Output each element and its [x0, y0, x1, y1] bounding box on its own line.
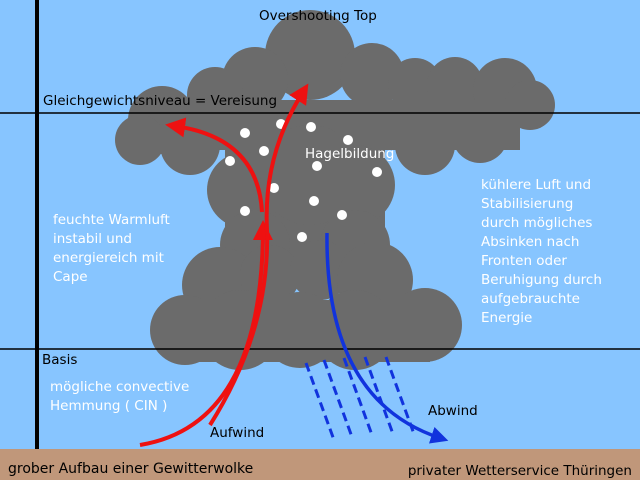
diagram-caption: grober Aufbau einer Gewitterwolke	[8, 461, 254, 477]
cool-air-line: durch mögliches	[481, 215, 593, 231]
warm-air-text: feuchte Warmluft instabil und energierei…	[53, 211, 170, 287]
updraft-label: Aufwind	[210, 425, 265, 441]
cool-air-line: Absinken nach	[481, 234, 580, 250]
warm-air-line: instabil und	[53, 231, 132, 247]
cin-text: mögliche convective Hemmung ( CIN )	[50, 378, 189, 416]
downdraft-arrow	[325, 232, 449, 444]
cin-line: mögliche convective	[50, 379, 190, 395]
updraft-arrow-left	[139, 220, 273, 447]
cumulonimbus-cloud	[115, 10, 555, 370]
ground	[0, 449, 640, 480]
downdraft-label: Abwind	[428, 403, 478, 419]
warm-air-line: energiereich mit	[53, 250, 164, 266]
cool-air-text: kühlere Luft und Stabilisierung durch mö…	[481, 176, 602, 328]
cool-air-line: aufgebrauchte	[481, 291, 580, 307]
warm-air-line: Cape	[53, 269, 88, 285]
cool-air-line: Fronten oder	[481, 253, 567, 269]
source-credit: privater Wetterservice Thüringen	[407, 463, 632, 479]
cool-air-line: Energie	[481, 310, 533, 326]
warm-air-line: feuchte Warmluft	[53, 212, 170, 228]
updraft-arrow-right	[208, 83, 309, 427]
cool-air-line: Beruhigung durch	[481, 272, 602, 288]
cloud-base-label: Basis	[42, 352, 78, 368]
cool-air-line: Stabilisierung	[481, 196, 574, 212]
hail-formation-label: Hagelbildung	[305, 146, 395, 162]
overshooting-top-label: Overshooting Top	[259, 8, 377, 24]
hail-stones	[225, 119, 382, 242]
updraft-arrow-outflow	[165, 117, 264, 213]
cool-air-line: kühlere Luft und	[481, 177, 592, 193]
equilibrium-level-label: Gleichgewichtsniveau = Vereisung	[43, 93, 278, 109]
cin-line: Hemmung ( CIN )	[50, 398, 168, 414]
